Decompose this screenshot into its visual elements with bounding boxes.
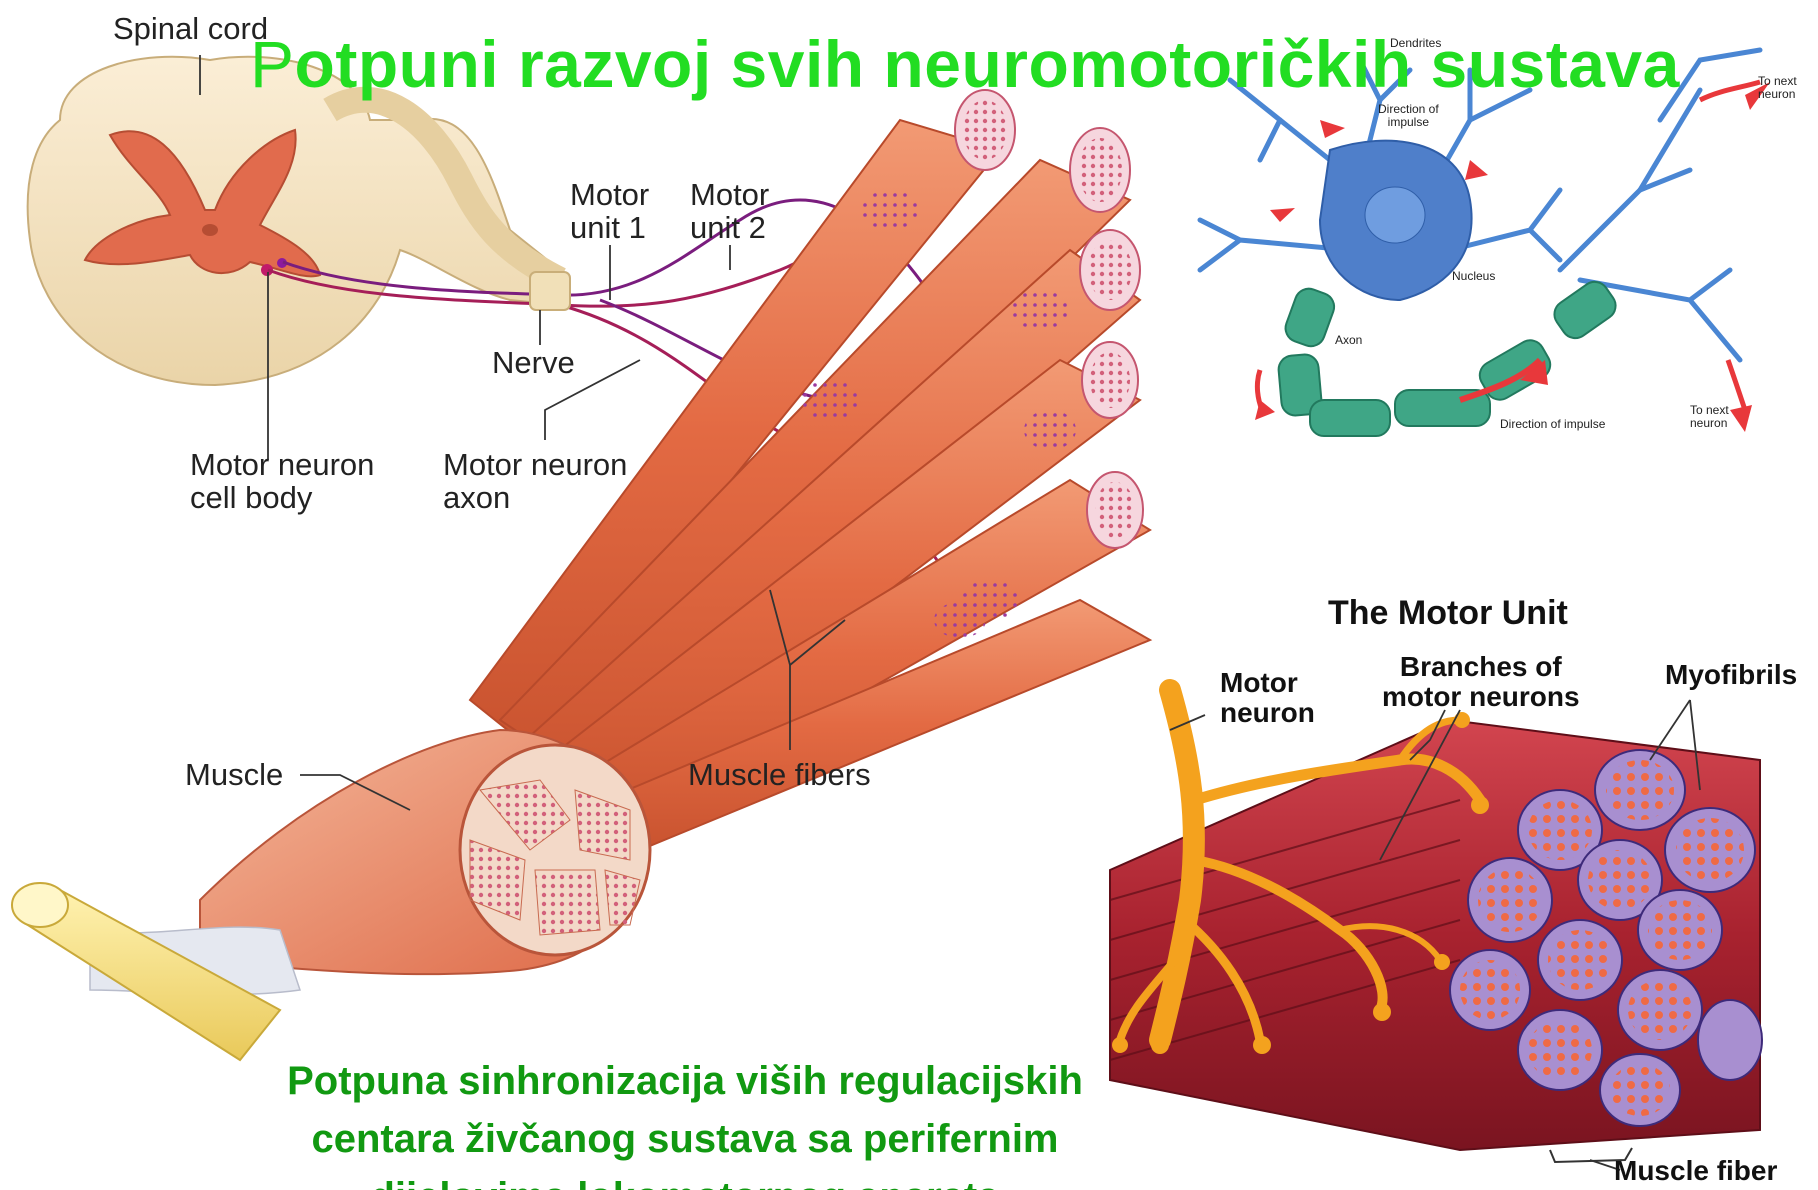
label-muscle-fiber: Muscle fiber xyxy=(1614,1156,1777,1186)
page-title: Potpuni razvoj svih neuromotoričkih sust… xyxy=(250,26,1680,102)
label-motor-unit-1: Motor unit 1 xyxy=(570,178,649,244)
caption-line-3: dijelovima lokomotornog aparata xyxy=(270,1168,1100,1190)
label-direction-of-impulse-top: Direction of impulse xyxy=(1378,103,1439,129)
label-spinal-cord: Spinal cord xyxy=(113,12,268,45)
label-direction-of-impulse-bottom: Direction of impulse xyxy=(1500,418,1605,431)
label-axon: Axon xyxy=(1335,334,1362,347)
label-motor-neuron: Motor neuron xyxy=(1220,668,1315,728)
label-motor-unit-2: Motor unit 2 xyxy=(690,178,769,244)
label-muscle: Muscle xyxy=(185,758,283,791)
label-nucleus: Nucleus xyxy=(1452,270,1495,283)
label-cell-body-line1: Motor neuron xyxy=(190,448,374,481)
label-branches-line1: Branches of xyxy=(1382,652,1580,682)
label-nerve: Nerve xyxy=(492,346,575,379)
label-to-next-neuron-bottom: To next neuron xyxy=(1690,404,1729,430)
label-motor-neuron-line2: neuron xyxy=(1220,698,1315,728)
caption-line-2: centara živčanog sustava sa perifernim xyxy=(270,1110,1100,1168)
spinal-cord-section xyxy=(28,57,560,385)
neuron-illustration xyxy=(1200,50,1770,436)
label-motor-neuron-line1: Motor xyxy=(1220,668,1315,698)
muscle-belly xyxy=(12,730,650,1060)
label-next-bottom-line2: neuron xyxy=(1690,417,1729,430)
label-cell-body-line2: cell body xyxy=(190,481,374,514)
label-motor-unit-2-line2: unit 2 xyxy=(690,211,769,244)
label-motor-neuron-axon: Motor neuron axon xyxy=(443,448,627,514)
label-myofibrils: Myofibrils xyxy=(1665,660,1797,690)
label-muscle-fibers: Muscle fibers xyxy=(688,758,871,791)
label-to-next-neuron-top: To next neuron xyxy=(1758,75,1797,101)
label-direction-top-line2: impulse xyxy=(1378,116,1439,129)
label-motor-neuron-cell-body: Motor neuron cell body xyxy=(190,448,374,514)
title-rest: otpuni razvoj svih neuromotoričkih susta… xyxy=(295,27,1680,101)
caption: Potpuna sinhronizacija viših regulacijsk… xyxy=(270,1052,1100,1190)
caption-line-1: Potpuna sinhronizacija viših regulacijsk… xyxy=(270,1052,1100,1110)
label-axon-line2: axon xyxy=(443,481,627,514)
motor-unit-illustration xyxy=(1110,690,1762,1162)
label-dendrites: Dendrites xyxy=(1390,37,1441,50)
label-branches-line2: motor neurons xyxy=(1382,682,1580,712)
motor-unit-title: The Motor Unit xyxy=(1328,594,1568,633)
label-branches: Branches of motor neurons xyxy=(1382,652,1580,712)
label-next-top-line2: neuron xyxy=(1758,88,1797,101)
label-motor-unit-2-line1: Motor xyxy=(690,178,769,211)
nerve-bundle xyxy=(530,272,570,310)
label-motor-unit-1-line2: unit 1 xyxy=(570,211,649,244)
label-axon-line1: Motor neuron xyxy=(443,448,627,481)
label-motor-unit-1-line1: Motor xyxy=(570,178,649,211)
